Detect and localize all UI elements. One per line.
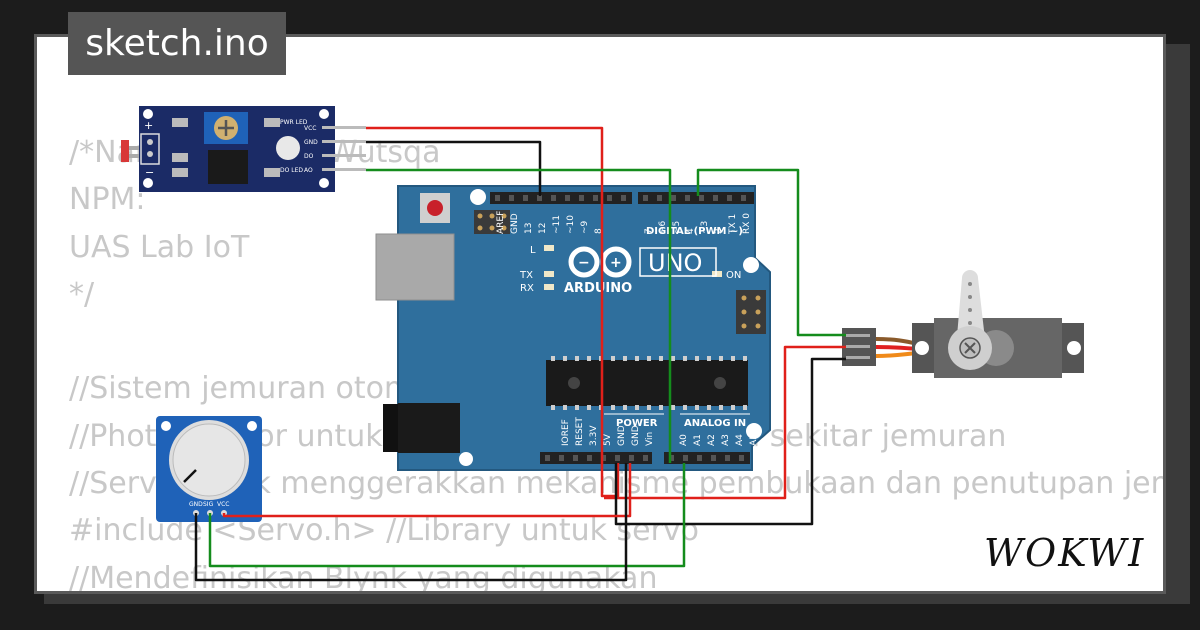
- digital-pin-label: 2: [714, 228, 724, 234]
- led-l-label: L: [530, 245, 536, 256]
- digital-pin-label: AREF: [496, 211, 506, 234]
- wire-pot-vcc: [222, 463, 632, 518]
- file-tab-title: sketch.ino: [85, 23, 269, 64]
- ldr-indicator-led: [276, 136, 300, 160]
- digital-pin-label: ~10: [566, 215, 576, 234]
- power-pin-label: 3.3V: [589, 425, 599, 446]
- code-line: NPM:: [69, 182, 146, 218]
- digital-pin-label: ~5: [672, 221, 682, 234]
- digital-pin-label: ~11: [552, 215, 562, 234]
- analog-label: ANALOG IN: [684, 418, 746, 429]
- led-on-label: ON: [726, 270, 741, 281]
- wokwi-logo-text: WOKWI: [984, 531, 1145, 575]
- pot-pin-label: VCC: [217, 501, 229, 508]
- wokwi-logo: WOKWI: [984, 531, 1145, 575]
- power-pin-label: IOREF: [561, 419, 571, 446]
- code-line: */: [69, 276, 95, 312]
- analog-pin-label: A3: [721, 434, 731, 446]
- wire-servo-gnd: [614, 357, 846, 526]
- arduino-brand: ARDUINO: [564, 281, 632, 296]
- digital-pin-label: ~9: [580, 220, 590, 234]
- ldr-minus: −: [145, 166, 154, 179]
- do-led-label: DO LED: [280, 167, 303, 174]
- digital-pin-label: TX 1: [728, 214, 738, 235]
- analog-pin-label: A2: [707, 434, 717, 446]
- pot-pin-label: GND: [189, 501, 203, 508]
- arduino-uno-board[interactable]: AREF GND 13 12 ~11 ~10 ~9 8 7 ~6 ~5 4 ~3 2 TX 1 RX 0 DI…: [375, 185, 771, 471]
- digital-pin-label: 8: [594, 228, 604, 234]
- digital-pin-label: RX 0: [742, 213, 752, 234]
- digital-pin-label: 12: [538, 223, 548, 234]
- file-tab[interactable]: sketch.ino: [68, 12, 286, 75]
- ldr-pin-label: GND: [304, 139, 318, 146]
- ldr-pin-label: AO: [304, 167, 313, 174]
- code-line: UAS Lab IoT: [69, 229, 250, 265]
- ldr-pin-label: VCC: [304, 125, 316, 132]
- wire-servo-signal: [696, 168, 846, 337]
- power-pin-label: Vin: [645, 432, 655, 446]
- analog-pin-label: A1: [693, 434, 703, 446]
- arduino-model: UNO: [648, 249, 702, 277]
- digital-pin-label: 4: [686, 228, 696, 234]
- comparator-chip: [208, 150, 248, 184]
- wire-pot-sig: [208, 463, 686, 568]
- pot-pin-label: SIG: [203, 501, 214, 508]
- wire-ldr-vcc: [366, 126, 620, 498]
- analog-pin-label: A0: [679, 434, 689, 446]
- power-pin-label: GND: [631, 425, 641, 446]
- servo-motor[interactable]: [842, 270, 1084, 378]
- ldr-pin-label: DO: [304, 153, 314, 160]
- digital-pin-label: GND: [510, 213, 520, 234]
- digital-pin-label: ~3: [700, 221, 710, 234]
- power-label: POWER: [616, 418, 658, 429]
- ldr-plus: +: [144, 119, 153, 132]
- svg-text:−: −: [578, 255, 590, 271]
- digital-pin-label: 13: [524, 223, 534, 234]
- led-tx-label: TX: [519, 270, 533, 281]
- analog-pin-label: A4: [735, 434, 745, 446]
- digital-pin-label: ~6: [658, 220, 668, 234]
- power-pin-label: 5V: [603, 433, 613, 446]
- digital-label: DIGITAL (PWM ~): [646, 226, 743, 237]
- power-pin-label: GND: [617, 425, 627, 446]
- wire-ldr-ao: [366, 168, 672, 463]
- digital-pin-label: 7: [644, 228, 654, 234]
- analog-pin-label: A5: [749, 434, 759, 446]
- wire-pot-gnd: [194, 463, 628, 582]
- led-rx-label: RX: [520, 283, 534, 294]
- power-pin-label: RESET: [575, 417, 585, 446]
- photoresistor-sensor: [121, 140, 129, 162]
- wire-ldr-gnd: [366, 140, 542, 196]
- wires: [194, 126, 846, 582]
- photoresistor-module[interactable]: + − PWR LED DO LED VCC GND DO AO: [121, 106, 366, 192]
- wire-servo-vcc: [604, 345, 846, 500]
- pwr-led-label: PWR LED: [280, 119, 308, 126]
- svg-text:+: +: [610, 255, 622, 271]
- digital-header-pins: [495, 195, 746, 201]
